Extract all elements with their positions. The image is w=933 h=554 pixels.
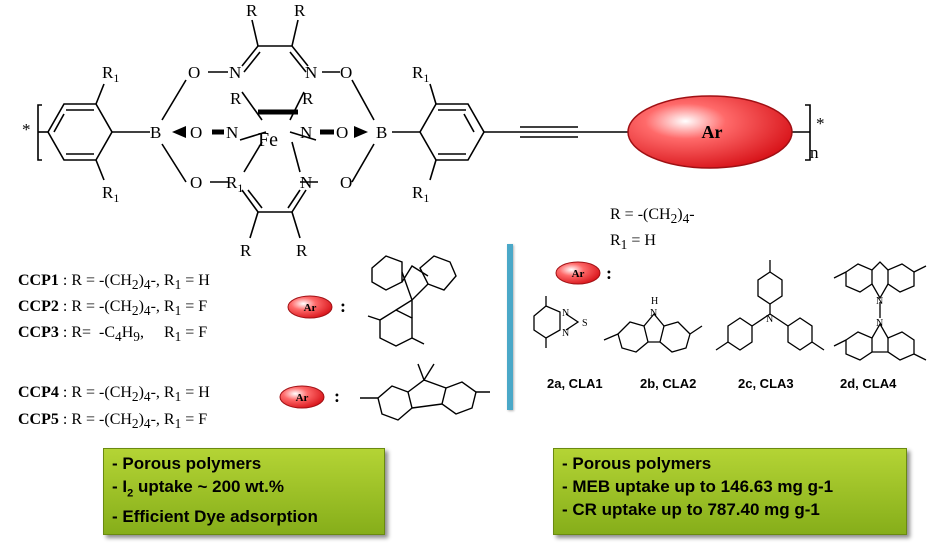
right-summary-box: - Porous polymers - MEB uptake up to 146… — [553, 448, 907, 535]
ccp1-line: CCP1 : R = -(CH2)4-, R1 = H — [18, 272, 210, 293]
ar-pill-1 — [287, 295, 333, 319]
r-top-left: R — [246, 1, 258, 20]
n-subscript: n — [810, 143, 819, 162]
ccp5-line: CCP5 : R = -(CH2)4-, R1 = F — [18, 411, 208, 432]
ar-pill-1-label: Ar — [304, 302, 317, 314]
b-right: B — [376, 123, 387, 142]
r-inner-left: R — [230, 89, 242, 108]
cla1-s: S — [582, 318, 588, 329]
o-upper-left: O — [188, 63, 200, 82]
left-box-line3: - Efficient Dye adsorption — [112, 507, 318, 527]
n-mid-right: N — [300, 123, 312, 142]
ar-pill-2 — [279, 385, 325, 409]
polymer-structure: Ar * * n R1 R1 R1 R1 B B O N N O O N Fe … — [22, 1, 825, 260]
o-lower-right: O — [340, 173, 352, 192]
n-upper-left: N — [229, 63, 241, 82]
ccp2-line: CCP2 : R = -(CH2)4-, R1 = F — [18, 298, 208, 319]
o-mid-left: O — [190, 123, 202, 142]
n-upper-right: N — [305, 63, 317, 82]
fe-center: Fe — [258, 129, 278, 151]
cla4-n-top: N — [876, 296, 883, 307]
ccp3-line: CCP3 : R= -C4H9, R1 = F — [18, 324, 208, 345]
ar-main-label: Ar — [702, 122, 723, 142]
ccp4-line: CCP4 : R = -(CH2)4-, R1 = H — [18, 384, 210, 405]
colon-2: : — [334, 386, 340, 406]
ar-pill-3-label: Ar — [572, 268, 585, 280]
left-summary-box: - Porous polymers - I2 uptake ~ 200 wt.%… — [103, 448, 385, 535]
n-lower-right: N — [300, 173, 312, 192]
r-top-right: R — [294, 1, 306, 20]
r-definition: R = -(CH2)4- — [610, 206, 695, 227]
r-bottom-right: R — [296, 241, 308, 260]
cla2-h: H — [651, 296, 658, 307]
r1-definition: R1 = H — [610, 232, 656, 253]
left-ar-structures: Ar : Ar : — [279, 255, 490, 421]
cla2-structure — [603, 312, 703, 353]
cla1-label: 2a, CLA1 — [547, 376, 603, 391]
o-upper-right: O — [340, 63, 352, 82]
star-left: * — [22, 120, 31, 139]
right-box-line3: - CR uptake up to 787.40 mg g-1 — [562, 500, 820, 519]
r1-right-bottom: R1 — [412, 183, 429, 205]
colon-1: : — [340, 296, 346, 316]
r-bottom-left: R — [240, 241, 252, 260]
star-right: * — [816, 114, 825, 133]
divider-bar — [507, 244, 513, 410]
cla1-n-top: N — [562, 308, 569, 319]
colon-3: : — [606, 263, 612, 283]
r1-right-top: R1 — [412, 63, 429, 85]
n-mid-left: N — [226, 123, 238, 142]
cla3-n: N — [766, 314, 773, 325]
o-lower-left: O — [190, 173, 202, 192]
b-left: B — [150, 123, 161, 142]
r1-lower-center: R1 — [226, 173, 243, 195]
right-cla-structures: Ar : — [533, 260, 927, 361]
fluorene-structure — [360, 363, 490, 421]
cla2-n: N — [650, 308, 657, 319]
triptycene-structure — [367, 255, 457, 347]
r1-left-bottom: R1 — [102, 183, 119, 205]
o-mid-right: O — [336, 123, 348, 142]
right-box-line1: - Porous polymers — [562, 454, 712, 473]
cla4-label: 2d, CLA4 — [840, 376, 897, 391]
cla3-label: 2c, CLA3 — [738, 376, 794, 391]
cla1-n-bottom: N — [562, 328, 569, 339]
left-box-line1: - Porous polymers — [112, 454, 262, 473]
r1-left-top: R1 — [102, 63, 119, 85]
cla1-structure — [533, 296, 580, 348]
left-box-line2: - I2 uptake ~ 200 wt.% — [112, 477, 284, 500]
cla4-n-bottom: N — [876, 318, 883, 329]
cla3-structure — [715, 260, 825, 351]
cla4-structure — [833, 261, 927, 361]
right-box-line2: - MEB uptake up to 146.63 mg g-1 — [562, 477, 834, 496]
r-inner-right: R — [302, 89, 314, 108]
cla2-label: 2b, CLA2 — [640, 376, 697, 391]
ar-main-ellipse — [627, 95, 793, 169]
ar-pill-3 — [555, 261, 601, 285]
ar-pill-2-label: Ar — [296, 392, 309, 404]
